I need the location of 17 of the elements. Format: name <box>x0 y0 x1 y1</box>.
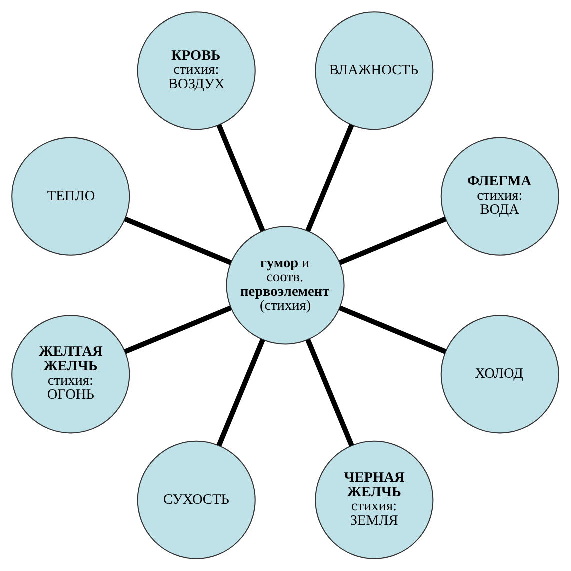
node-circle: КРОВЬ стихия: ВОЗДУХ <box>137 12 256 130</box>
node-circle: ЧЕРНАЯ ЖЕЛЧЬ стихия: ЗЕМЛЯ <box>315 440 434 560</box>
connector <box>124 216 232 266</box>
connector <box>124 306 232 354</box>
connector <box>338 216 447 266</box>
node-circle: ХОЛОД <box>440 315 560 434</box>
node-circle: ТЕПЛО <box>12 137 130 256</box>
connector <box>338 306 447 354</box>
connector <box>306 124 354 232</box>
node-circle: ВЛАЖНОСТЬ <box>315 12 434 130</box>
connector <box>216 338 266 447</box>
node-circle: СУХОСТЬ <box>137 440 256 560</box>
connector <box>306 338 354 447</box>
node-circle: гумор и соотв. первоэлемент (стихия) <box>226 226 345 345</box>
connector <box>216 124 266 232</box>
node-circle: ЖЕЛТАЯ ЖЕЛЧЬ стихия: ОГОНЬ <box>12 315 130 434</box>
node-circle: ФЛЕГМА стихия: ВОДА <box>440 137 560 256</box>
